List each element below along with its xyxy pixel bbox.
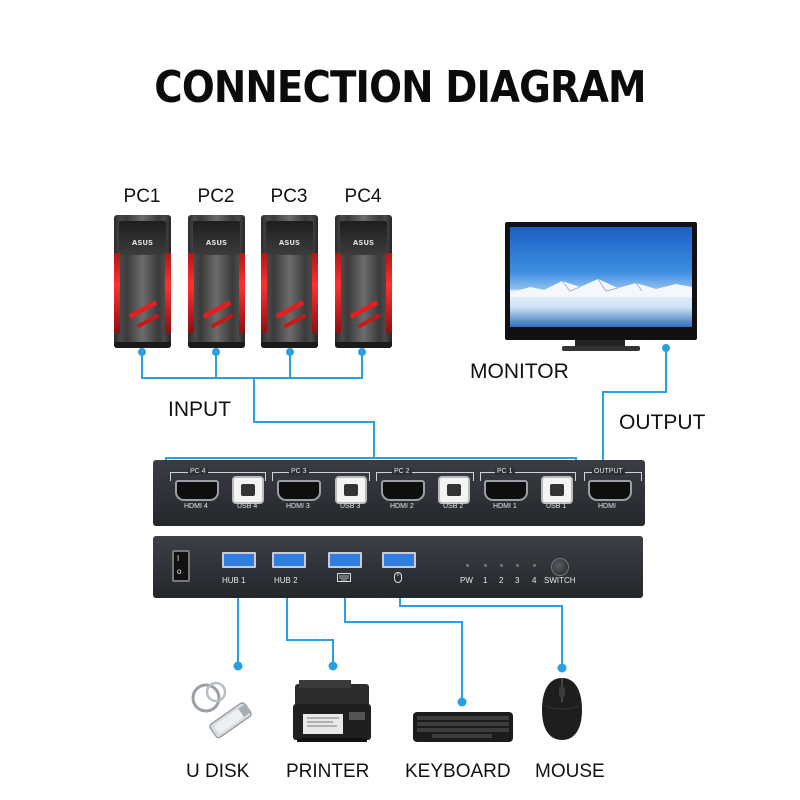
led-3: [516, 564, 519, 567]
pc1-label: PC1: [123, 186, 161, 207]
input-label: INPUT: [168, 398, 231, 421]
usb-1-port[interactable]: [541, 476, 573, 504]
monitor: [505, 222, 697, 340]
pc2-tower: ASUS: [188, 215, 245, 348]
led-pw: [466, 564, 469, 567]
pc2-brand: ASUS: [205, 239, 228, 247]
monitor-screen: [510, 227, 692, 327]
mouse-usb-port[interactable]: [382, 552, 416, 568]
led-3-label: 3: [515, 576, 520, 585]
keyboard-label: KEYBOARD: [405, 761, 511, 782]
hub2-label: HUB 2: [274, 576, 298, 585]
hdmi-1-label: HDMI 1: [493, 503, 517, 510]
group-label-pc2: PC 2: [392, 468, 412, 475]
hub1-label: HUB 1: [222, 576, 246, 585]
power-icon: I: [177, 554, 180, 563]
mouse-device-icon: [542, 678, 582, 740]
led-2: [500, 564, 503, 567]
pc1-tower: ASUS: [114, 215, 171, 348]
hdmi-3-label: HDMI 3: [286, 503, 310, 510]
monitor-stand: [575, 340, 625, 348]
printer-icon: [293, 680, 371, 742]
hdmi-3-port[interactable]: [277, 480, 321, 501]
hdmi-4-port[interactable]: [175, 480, 219, 501]
usb-4-port[interactable]: [232, 476, 264, 504]
pc1-brand: ASUS: [131, 239, 154, 247]
u-disk-label: U DISK: [186, 761, 250, 782]
hdmi-2-label: HDMI 2: [390, 503, 414, 510]
pw-label: PW: [460, 576, 473, 585]
hdmi-output-label: HDMI: [598, 503, 616, 510]
usb-4-label: USB 4: [237, 503, 258, 510]
hdmi-output-port[interactable]: [588, 480, 632, 501]
led-4-label: 4: [532, 576, 537, 585]
switch-label: SWITCH: [544, 576, 576, 585]
keyboard-usb-port[interactable]: [328, 552, 362, 568]
group-label-pc3: PC 3: [289, 468, 309, 475]
pc4-label: PC4: [344, 186, 382, 207]
switch-button[interactable]: [551, 558, 569, 576]
usb-3-port[interactable]: [335, 476, 367, 504]
group-bracket-pc3: [272, 472, 370, 481]
usb-2-label: USB 2: [443, 503, 464, 510]
hdmi-2-port[interactable]: [381, 480, 425, 501]
group-label-pc4: PC 4: [188, 468, 208, 475]
usb-1-label: USB 1: [546, 503, 567, 510]
mouse-label: MOUSE: [535, 761, 605, 782]
led-1: [484, 564, 487, 567]
led-2-label: 2: [499, 576, 504, 585]
pc3-tower: ASUS: [261, 215, 318, 348]
led-1-label: 1: [483, 576, 488, 585]
printer-label: PRINTER: [286, 761, 370, 782]
usb-2-port[interactable]: [438, 476, 470, 504]
hub2-port[interactable]: [272, 552, 306, 568]
pc3-label: PC3: [270, 186, 308, 207]
hdmi-4-label: HDMI 4: [184, 503, 208, 510]
led-4: [533, 564, 536, 567]
page-title: CONNECTION DIAGRAM: [154, 62, 646, 113]
hub1-port[interactable]: [222, 552, 256, 568]
keyboard-icon: [337, 573, 351, 582]
group-bracket-pc2: [376, 472, 474, 481]
pc2-label: PC2: [197, 186, 235, 207]
u-disk-icon: [191, 681, 252, 739]
group-label-pc1: PC 1: [495, 468, 515, 475]
power-switch[interactable]: I o: [172, 550, 190, 582]
usb-3-label: USB 3: [340, 503, 361, 510]
group-bracket-pc1: [480, 472, 576, 481]
pc4-brand: ASUS: [352, 239, 375, 247]
keyboard-device-icon: [413, 712, 513, 742]
group-label-output: OUTPUT: [592, 468, 625, 475]
monitor-label: MONITOR: [470, 360, 569, 383]
output-label: OUTPUT: [619, 411, 706, 434]
monitor-base: [562, 346, 640, 351]
group-bracket-pc4: [170, 472, 266, 481]
pc4-tower: ASUS: [335, 215, 392, 348]
hdmi-1-port[interactable]: [484, 480, 528, 501]
pc3-brand: ASUS: [278, 239, 301, 247]
mouse-icon: [394, 572, 402, 583]
